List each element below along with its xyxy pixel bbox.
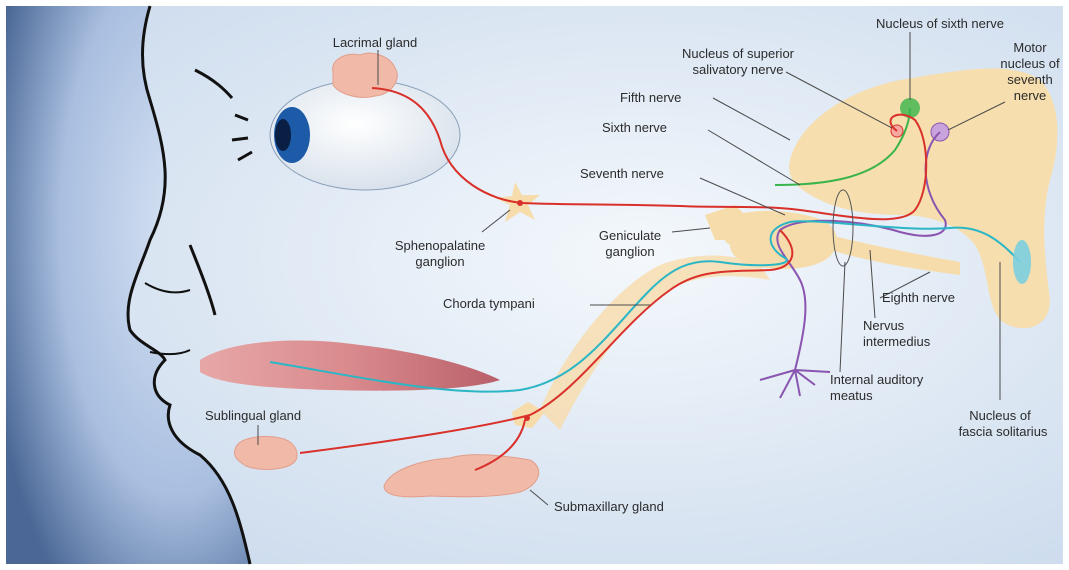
label-motor-nucleus-3: seventh: [1007, 72, 1053, 87]
label-chorda-tympani: Chorda tympani: [443, 296, 535, 311]
label-motor-nucleus-2: nucleus of: [1000, 56, 1060, 71]
label-motor-nucleus-4: nerve: [1014, 88, 1047, 103]
label-geniculate-1: Geniculate: [599, 228, 661, 243]
label-sublingual-gland: Sublingual gland: [205, 408, 301, 423]
label-sixth-nerve: Sixth nerve: [602, 120, 667, 135]
sublingual-gland: [234, 436, 297, 469]
label-internal-auditory-2: meatus: [830, 388, 873, 403]
label-fifth-nerve: Fifth nerve: [620, 90, 681, 105]
label-geniculate-2: ganglion: [605, 244, 654, 259]
label-nervus-intermedius-1: Nervus: [863, 318, 905, 333]
submandibular-synapse: [524, 415, 530, 421]
label-nucleus-superior-salivatory-1: Nucleus of superior: [682, 46, 795, 61]
label-submaxillary-gland: Submaxillary gland: [554, 499, 664, 514]
label-internal-auditory-1: Internal auditory: [830, 372, 924, 387]
pupil: [275, 119, 291, 151]
label-sphenopalatine-2: ganglion: [415, 254, 464, 269]
label-nervus-intermedius-2: intermedius: [863, 334, 931, 349]
label-eighth-nerve: Eighth nerve: [882, 290, 955, 305]
label-lacrimal-gland: Lacrimal gland: [333, 35, 418, 50]
label-fascia-solitarius-1: Nucleus of: [969, 408, 1031, 423]
label-nucleus-superior-salivatory-2: salivatory nerve: [692, 62, 783, 77]
sphenopalatine-synapse: [517, 200, 523, 206]
label-seventh-nerve: Seventh nerve: [580, 166, 664, 181]
label-fascia-solitarius-2: fascia solitarius: [959, 424, 1048, 439]
label-nucleus-sixth-nerve: Nucleus of sixth nerve: [876, 16, 1004, 31]
label-sphenopalatine-1: Sphenopalatine: [395, 238, 485, 253]
label-motor-nucleus-1: Motor: [1013, 40, 1047, 55]
nucleus-fascia-solitarius: [1013, 240, 1031, 284]
